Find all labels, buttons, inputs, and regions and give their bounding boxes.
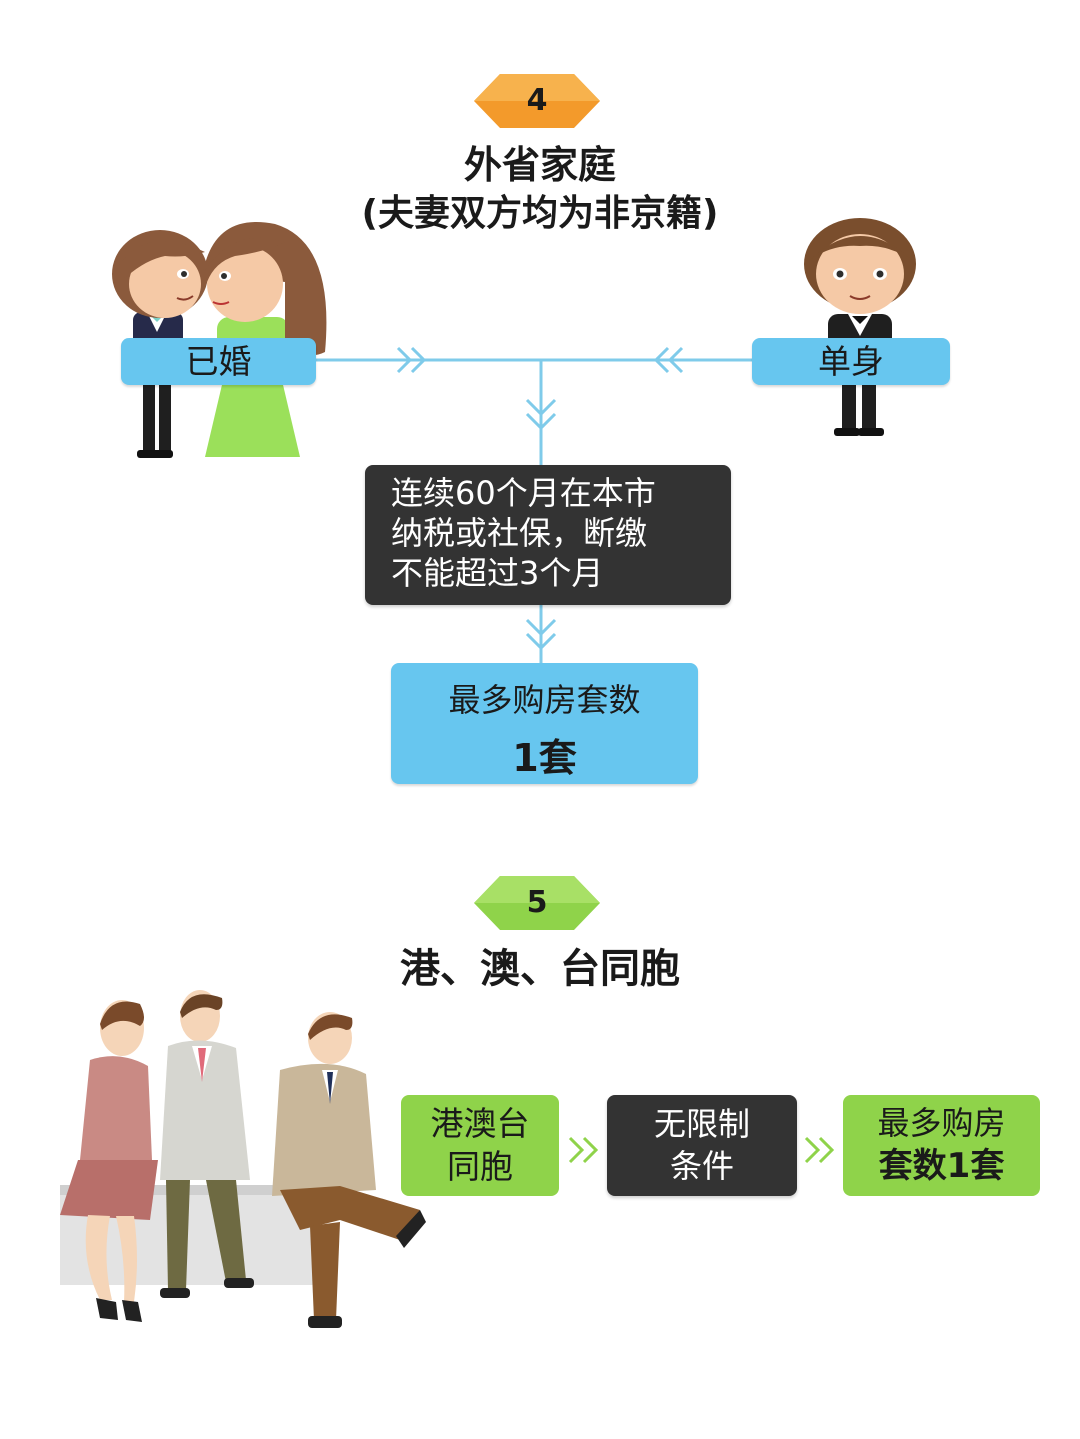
section4-result-box: 最多购房套数 1套 [391, 663, 698, 784]
section4-number: 4 [526, 83, 548, 118]
section5-group-box: 港澳台 同胞 [401, 1095, 559, 1196]
section5-result-box: 最多购房 套数1套 [843, 1095, 1040, 1196]
section4-title: 外省家庭 [463, 143, 616, 187]
married-couple-illustration [112, 222, 327, 458]
married-label: 已婚 [121, 338, 316, 385]
result-line-2: 1套 [512, 736, 577, 780]
section5-title: 港、澳、台同胞 [400, 946, 680, 992]
section5-condition-box: 无限制 条件 [607, 1095, 797, 1196]
section5-connectors [568, 1136, 835, 1164]
condition-line-1: 连续60个月在本市 [391, 474, 656, 512]
section4-subtitle: (夫妻双方均为非京籍) [361, 193, 719, 234]
section5-number-badge: 5 [472, 874, 602, 932]
result-line-1: 最多购房套数 [448, 681, 641, 719]
section5-number: 5 [526, 885, 548, 920]
section5-result-line-2: 套数1套 [878, 1146, 1005, 1187]
section4-condition-box: 连续60个月在本市 纳税或社保，断缴 不能超过3个月 [365, 465, 731, 605]
section5-condition-line-2: 条件 [669, 1146, 734, 1185]
hk-macau-taiwan-people-illustration [60, 990, 426, 1328]
section4-connectors [316, 346, 752, 663]
group-line-1: 港澳台 [430, 1103, 530, 1143]
group-line-2: 同胞 [447, 1146, 513, 1186]
single-label: 单身 [752, 338, 950, 385]
single-man-illustration [804, 218, 916, 436]
condition-line-3: 不能超过3个月 [391, 554, 604, 592]
section4-number-badge: 4 [472, 72, 602, 130]
condition-line-2: 纳税或社保，断缴 [391, 514, 648, 552]
section5-condition-line-1: 无限制 [653, 1104, 750, 1143]
section5-result-line-1: 最多购房 [877, 1103, 1006, 1142]
